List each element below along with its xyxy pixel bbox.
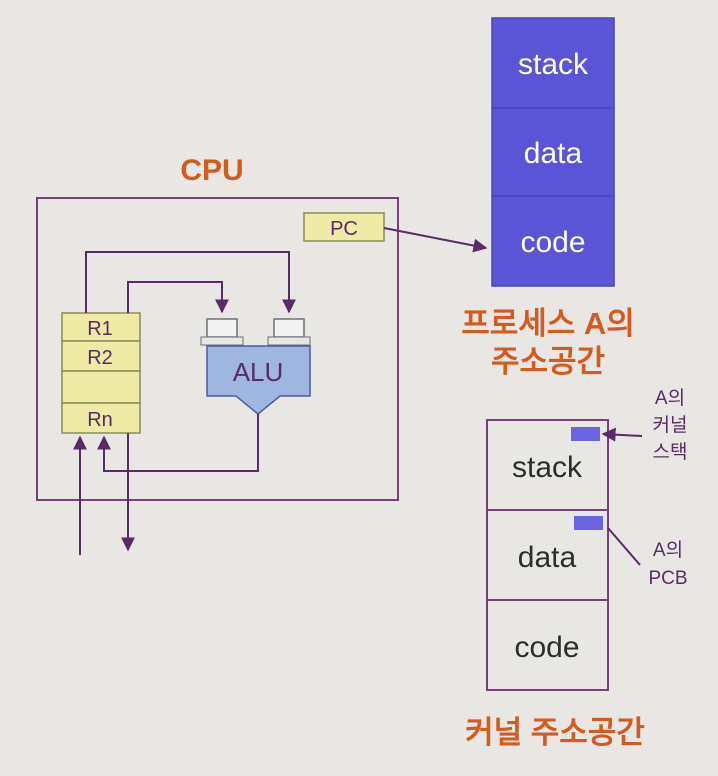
kernel-stack-marker [571,427,600,441]
process-a-stack-label: stack [518,48,589,81]
kernel-code-label: code [514,631,579,664]
pc-register [303,212,385,242]
pcb-marker [574,516,603,530]
kernel-caption: 커널 주소공간 [465,715,645,750]
process-a-caption-line2: 주소공간 [491,344,605,379]
kernel-address-space: stack data code [486,419,609,691]
alu-unit [206,345,311,415]
cpu-box [36,197,399,501]
register-r2 [61,340,141,372]
process-a-address-space: stack data code [491,17,615,287]
process-a-code-label: code [520,226,585,259]
register-rn [61,402,141,434]
process-a-code-segment [491,195,615,287]
kernel-stack-label-line2: 커널 [653,414,688,436]
pc-to-code-arrow [383,227,488,253]
wire-register-to-alu-right [85,251,296,314]
process-a-data-label: data [524,137,583,170]
kernel-stack-label-line1: A의 [655,387,685,409]
kernel-code-segment [486,599,609,691]
register-file: R1 R2 Rn [61,312,141,434]
pcb-label-line1: A의 [653,539,683,561]
cpu-title: CPU [180,154,243,187]
process-a-caption-line1: 프로세스 A의 [461,306,635,341]
pc-label: PC [330,218,358,240]
register-empty [61,370,141,404]
register-label-r2: R2 [87,347,113,369]
alu-label: ALU [233,357,284,387]
alu-input-latches [200,318,311,346]
kernel-stack-label: stack [512,451,583,484]
wire-register-to-alu-left [127,281,229,314]
kernel-stack-pointer-arrow [601,427,643,442]
wire-alu-to-register [97,414,259,472]
process-a-data-segment [491,107,615,197]
register-label-r1: R1 [87,318,113,340]
kernel-data-label: data [518,541,577,574]
register-label-rn: Rn [87,409,113,431]
pcb-label-line2: PCB [648,568,687,589]
kernel-stack-label-line3: 스택 [653,441,688,463]
pcb-pointer-line [607,527,641,566]
